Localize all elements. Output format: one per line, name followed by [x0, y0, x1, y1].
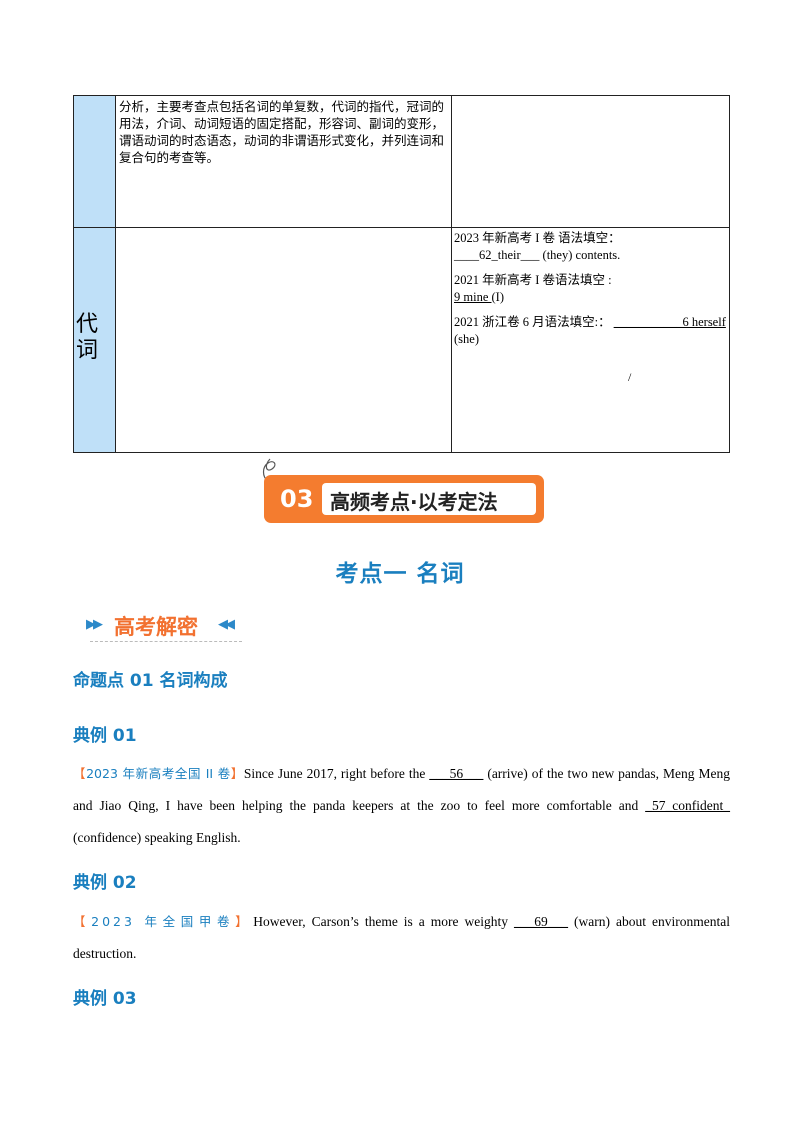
bracket: 】 [235, 914, 254, 929]
bracket: 【 [73, 766, 87, 781]
example-heading: 典例 03 [73, 989, 137, 1009]
banner-pill: 高频考点·以考定法 [322, 483, 536, 515]
exam-hint: (she) [454, 332, 479, 346]
bracket: 【 [73, 914, 92, 929]
answer-blank: ___56___ [429, 766, 484, 781]
example-heading: 典例 01 [73, 726, 137, 746]
side-cell-empty [73, 95, 116, 228]
middle-cell-empty [115, 227, 452, 453]
section-banner: 03 高频考点·以考定法 [258, 457, 548, 529]
secret-tag-text: 高考解密 [114, 615, 198, 639]
exam-answer: ___________6 herself [613, 315, 726, 329]
answer-blank: _57_confident_ [645, 798, 730, 813]
example-paragraph: 【2023 年全国甲卷】However, Carson’s theme is a… [73, 906, 730, 970]
exam-answer: 9 mine [454, 290, 492, 304]
bracket: 】 [230, 766, 244, 781]
table-row: 代词 2023 年新高考 I 卷 语法填空： ____62_their___ (… [73, 227, 730, 453]
exam-hint: (I) [491, 290, 505, 304]
example-paragraph: 【2023 年新高考全国 II 卷】Since June 2017, right… [73, 758, 730, 854]
table-row: 分析，主要考查点包括名词的单复数，代词的指代，冠词的用法，介词、动词短语的固定搭… [73, 95, 730, 228]
exam-source: 2023 年新高考 I 卷 语法填空： [454, 231, 621, 245]
answer-blank: ___69___ [514, 914, 569, 929]
example-heading: 典例 02 [73, 873, 137, 893]
text: (arrive) of the two new pandas, Meng Men… [73, 766, 730, 813]
double-arrow-right-icon: ▶▶ [86, 617, 103, 632]
exam-hint: (they) contents. [539, 248, 621, 262]
pronoun-label: 代词 [76, 312, 99, 363]
source-tag-text: 2023 年新高考全国 II 卷 [86, 766, 231, 781]
banner-number: 03 [280, 485, 314, 513]
banner-box: 03 高频考点·以考定法 [264, 475, 544, 523]
exam-example-2: 2021 年新高考 I 卷语法填空 : 9 mine (I) [454, 272, 727, 306]
text: Since June 2017, right before the [243, 766, 430, 781]
stray-slash: / [628, 370, 632, 384]
dashed-divider [90, 641, 242, 642]
right-cell-empty [451, 95, 730, 228]
secret-tag: ▶▶ 高考解密 ◀◀ [86, 609, 244, 643]
exam-example-3: 2021 浙江卷 6 月语法填空:： ___________6 herself … [454, 314, 727, 348]
exam-source: 2021 浙江卷 6 月语法填空:： [454, 315, 611, 329]
description-cell: 分析，主要考查点包括名词的单复数，代词的指代，冠词的用法，介词、动词短语的固定搭… [115, 95, 452, 228]
source-tag: 【2023 年新高考全国 II 卷】 [73, 766, 244, 781]
side-cell-pronoun: 代词 [73, 227, 116, 453]
double-arrow-left-icon: ◀◀ [218, 617, 235, 632]
exam-example-1: 2023 年新高考 I 卷 语法填空： ____62_their___ (the… [454, 230, 727, 264]
source-tag: 【2023 年全国甲卷】 [73, 914, 253, 929]
text: (confidence) speaking English. [73, 830, 241, 845]
curl-decoration-icon [262, 458, 276, 482]
description-text: 分析，主要考查点包括名词的单复数，代词的指代，冠词的用法，介词、动词短语的固定搭… [119, 99, 445, 165]
examples-cell: 2023 年新高考 I 卷 语法填空： ____62_their___ (the… [451, 227, 730, 453]
syntax-table: 分析，主要考查点包括名词的单复数，代词的指代，冠词的用法，介词、动词短语的固定搭… [73, 95, 730, 453]
exam-source: 2021 年新高考 I 卷语法填空 : [454, 273, 612, 287]
section-title: 考点一 名词 [335, 561, 465, 587]
exam-answer: ____62_their___ [454, 248, 540, 262]
text: (warn) about environmental destruction. [73, 914, 730, 961]
exam-examples: 2023 年新高考 I 卷 语法填空： ____62_their___ (the… [452, 228, 729, 348]
text: However, Carson’s theme is a more weight… [253, 914, 515, 929]
source-tag-text: 2023 年全国甲卷 [91, 914, 236, 929]
banner-title: 高频考点·以考定法 [330, 490, 498, 514]
point-heading: 命题点 01 名词构成 [73, 671, 228, 691]
